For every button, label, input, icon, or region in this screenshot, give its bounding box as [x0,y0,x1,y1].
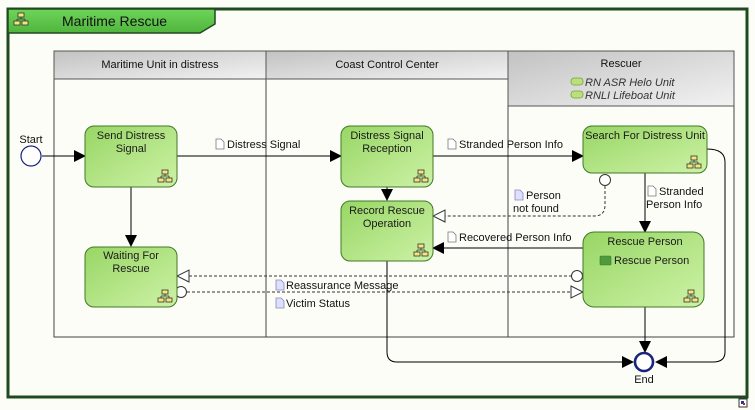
lane-rescuer[interactable]: Rescuer RN ASR Helo Unit RNLI Lifeboat U… [507,50,735,338]
svg-text:Stranded: Stranded [659,186,704,198]
svg-text:Distress Signal: Distress Signal [350,130,423,142]
label-person-not-found: Person not found [513,189,561,215]
lane-header-rescuer: Rescuer [601,58,642,70]
flow-record-to-end[interactable] [386,261,634,368]
task-search-for-distress-unit[interactable]: Search For Distress Unit [582,125,708,174]
participant-icon [570,77,584,86]
message-source-circle [599,174,611,186]
label-recovered-person-info: Recovered Person Info [447,231,572,244]
label-victim-status: Victim Status [275,297,350,310]
svg-text:Victim Status: Victim Status [286,298,350,310]
document-icon [275,297,285,309]
svg-text:Stranded Person Info: Stranded Person Info [459,139,563,151]
participant-label: RN ASR Helo Unit [585,77,675,89]
document-icon [215,138,225,150]
end-label: End [634,374,654,386]
participant-label: RNLI Lifeboat Unit [585,90,676,102]
label-stranded-person-info: Stranded Person Info [447,138,563,151]
svg-text:Rescue Person: Rescue Person [607,236,682,248]
inner-task[interactable]: Rescue Person [599,255,689,267]
svg-text:Person Info: Person Info [646,199,702,211]
lane-header-maritime-unit: Maritime Unit in distress [101,59,219,71]
svg-text:Reassurance Message: Reassurance Message [286,280,399,292]
svg-text:not found: not found [513,203,559,215]
document-icon [447,138,457,150]
pool-title-tab[interactable]: Maritime Rescue [7,8,216,34]
resize-handle-icon[interactable] [738,398,748,408]
task-send-distress-signal[interactable]: Send Distress Signal [84,125,178,188]
label-stranded-person-info-2: Stranded Person Info [646,185,704,211]
participant-icon [570,90,584,99]
document-icon [447,231,457,243]
svg-text:Reception: Reception [362,143,412,155]
task-rescue-person[interactable]: Rescue Person Rescue Person [582,231,705,308]
start-label: Start [19,134,42,146]
label-distress-signal: Distress Signal [215,138,300,151]
svg-text:Search For Distress Unit: Search For Distress Unit [585,130,705,142]
svg-text:Distress Signal: Distress Signal [227,139,300,151]
document-icon [514,189,524,201]
svg-text:Person: Person [526,190,561,202]
task-type-icon [599,255,612,266]
lane-header-coast-control: Coast Control Center [335,59,439,71]
pool-title: Maritime Rescue [62,13,167,29]
flow-search-to-end[interactable] [655,148,726,368]
task-record-rescue-operation[interactable]: Record Rescue Operation [340,200,434,262]
participant-rnli-lifeboat-unit: RNLI Lifeboat Unit [570,90,676,102]
lane-coast-control[interactable]: Coast Control Center [265,50,509,338]
document-icon [647,185,657,197]
svg-text:Rescue: Rescue [112,263,149,275]
svg-text:Signal: Signal [116,143,147,155]
svg-text:Record Rescue: Record Rescue [349,205,425,217]
label-reassurance-message: Reassurance Message [275,279,399,292]
svg-text:Operation: Operation [363,218,411,230]
task-waiting-for-rescue[interactable]: Waiting For Rescue [84,246,178,308]
message-person-not-found[interactable] [433,186,606,216]
participant-rn-asr-helo-unit: RN ASR Helo Unit [570,77,675,89]
svg-text:Recovered Person Info: Recovered Person Info [459,232,572,244]
message-source-circle [571,270,583,282]
document-icon [275,279,285,291]
svg-text:Send Distress: Send Distress [97,130,166,142]
svg-text:Waiting For: Waiting For [103,250,159,262]
svg-text:Rescue Person: Rescue Person [614,255,689,267]
start-event[interactable]: Start [19,134,43,167]
end-event[interactable]: End [633,351,655,386]
task-distress-signal-reception[interactable]: Distress Signal Reception [340,125,434,188]
